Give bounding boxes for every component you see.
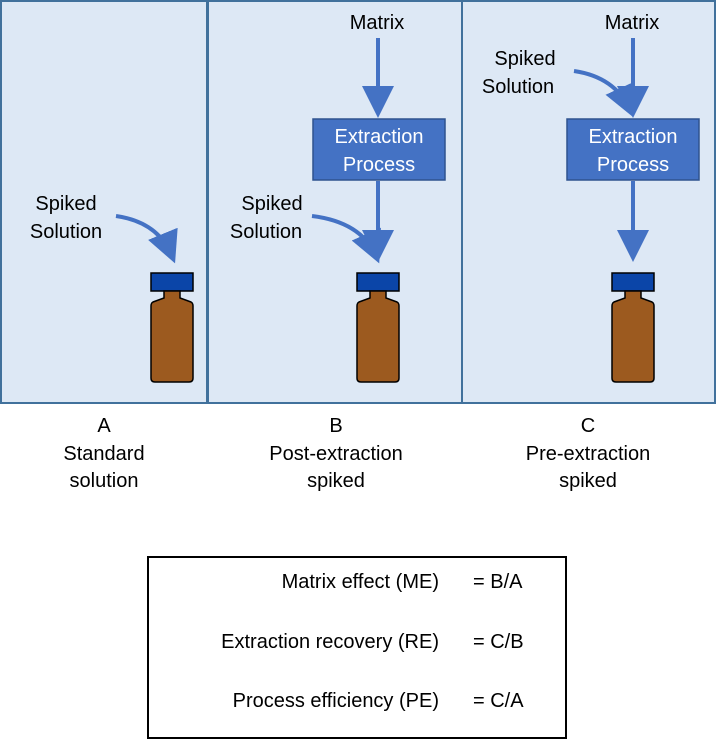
- panel-b-matrix-label: Matrix: [350, 12, 404, 34]
- panel-c-extraction-process-box: [566, 118, 700, 181]
- panel-c-spiked-label: Solution: [482, 76, 554, 98]
- panel-b-spiked-arrow: [311, 214, 381, 264]
- caption-c-line2: spiked: [559, 470, 617, 492]
- formula-label: Matrix effect (ME): [281, 571, 439, 593]
- panel-b-spiked-label: Spiked: [241, 193, 302, 215]
- formula-row-matrix-effect: Matrix effect (ME) = B/A: [149, 569, 565, 595]
- panel-a-spiked-arrow: [115, 214, 178, 264]
- panel-c-spiked-label: Spiked: [494, 48, 555, 70]
- formula-value: = C/B: [473, 631, 524, 653]
- formula-row-process-efficiency: Process efficiency (PE) = C/A: [149, 688, 565, 714]
- formula-row-extraction-recovery: Extraction recovery (RE) = C/B: [149, 629, 565, 655]
- panel-b-spiked-label: Solution: [230, 221, 302, 243]
- caption-c-letter: C: [581, 415, 595, 437]
- caption-b-letter: B: [329, 415, 342, 437]
- panel-b: [207, 0, 463, 404]
- panel-c-extraction-label: Extraction: [589, 126, 678, 148]
- panel-c-matrix-label: Matrix: [605, 12, 659, 34]
- caption-a-letter: A: [97, 415, 111, 437]
- panel-c: [461, 0, 716, 404]
- caption-c-line1: Pre-extraction: [526, 443, 651, 465]
- formula-label: Extraction recovery (RE): [221, 631, 439, 653]
- panel-b-extraction-process-box: [312, 118, 446, 181]
- caption-a-line1: Standard: [63, 443, 144, 465]
- panel-c-process-label: Process: [597, 154, 669, 176]
- vial-icon: [150, 272, 194, 383]
- panel-c-spiked-arrow: [573, 69, 635, 118]
- formula-legend: Matrix effect (ME) = B/A Extraction reco…: [147, 556, 567, 739]
- panel-b-process-label: Process: [343, 154, 415, 176]
- vial-icon: [356, 272, 400, 383]
- formula-value: = B/A: [473, 571, 523, 593]
- caption-a-line2: solution: [70, 470, 139, 492]
- panel-b-extraction-label: Extraction: [335, 126, 424, 148]
- formula-label: Process efficiency (PE): [232, 690, 439, 712]
- vial-icon: [611, 272, 655, 383]
- caption-b-line1: Post-extraction: [269, 443, 402, 465]
- caption-b-line2: spiked: [307, 470, 365, 492]
- formula-value: = C/A: [473, 690, 524, 712]
- panel-a-spiked-label: Solution: [30, 221, 102, 243]
- panel-a-spiked-label: Spiked: [35, 193, 96, 215]
